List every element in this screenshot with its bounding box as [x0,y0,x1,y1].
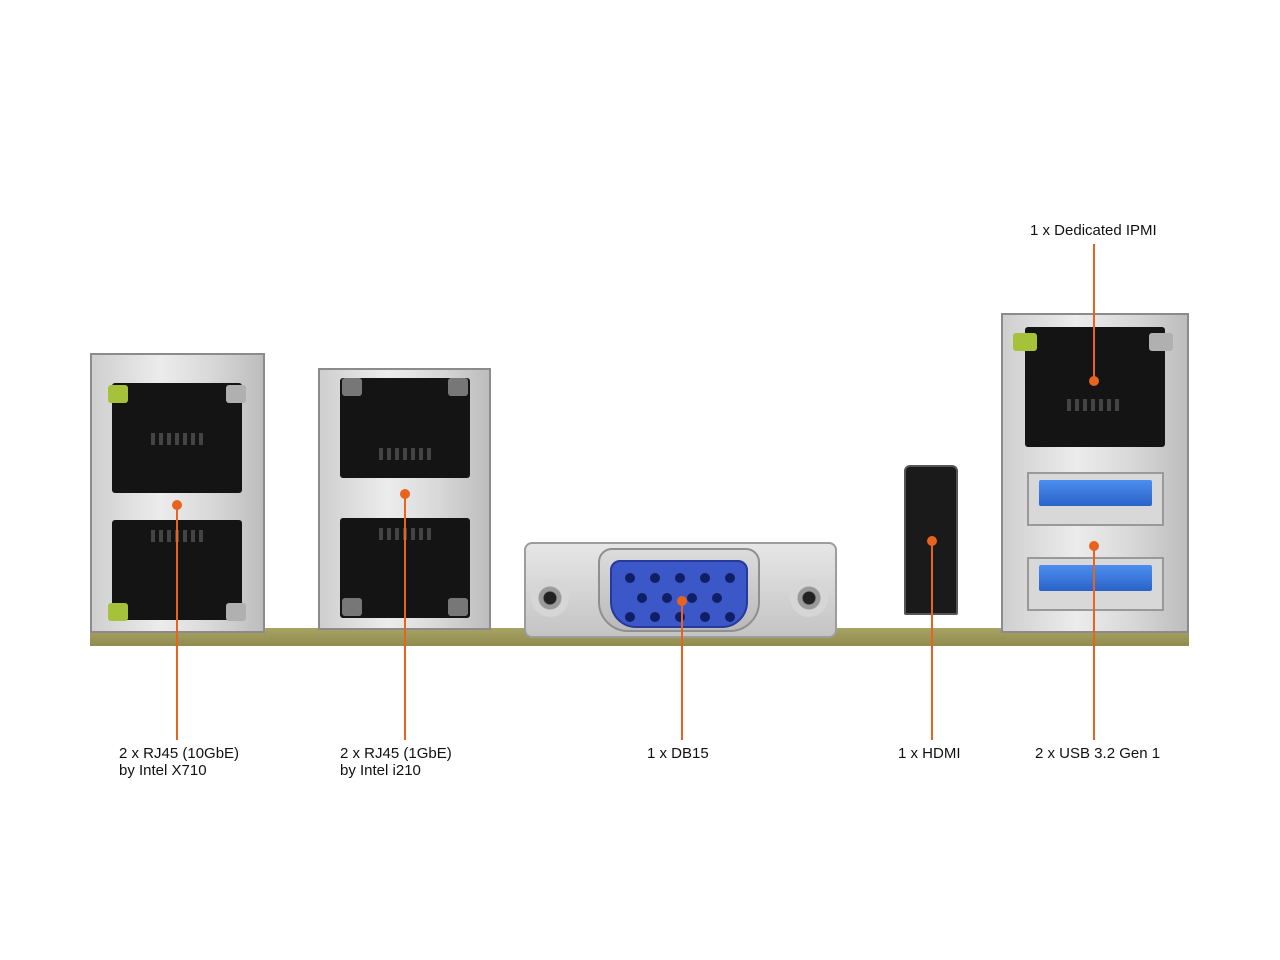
vga-pin [650,612,660,622]
vga-pin [675,573,685,583]
callout-dot [400,489,410,499]
activity-led-icon [1149,333,1173,351]
usb-port-icon [1027,472,1164,526]
rj45-port-icon [112,383,242,493]
screw-icon [790,579,828,617]
vga-pin [625,612,635,622]
callout-leader [404,494,406,740]
vga-pin [725,573,735,583]
vga-pin [725,612,735,622]
callout-dot [927,536,937,546]
link-led-icon [1013,333,1037,351]
callout-leader [1093,546,1095,740]
screw-icon [531,579,569,617]
vga-pin [625,573,635,583]
callout-label-usb: 2 x USB 3.2 Gen 1 [1035,745,1161,762]
callout-label-db15: 1 x DB15 [647,745,709,762]
vga-pin [700,573,710,583]
vga-pin [687,593,697,603]
link-led-icon [342,598,362,616]
vga-pin [662,593,672,603]
activity-led-icon [226,603,246,621]
link-led-icon [342,378,362,396]
callout-label-hdmi: 1 x HDMI [898,745,961,762]
callout-leader [681,601,683,740]
activity-led-icon [226,385,246,403]
callout-label-rj45-1gbe: 2 x RJ45 (1GbE) by Intel i210 [340,745,452,779]
callout-label-ipmi: 1 x Dedicated IPMI [1030,222,1157,239]
callout-dot [172,500,182,510]
callout-leader [931,541,933,740]
link-led-icon [108,603,128,621]
callout-dot [1089,541,1099,551]
vga-pin [675,612,685,622]
vga-pin [637,593,647,603]
callout-dot [1089,376,1099,386]
activity-led-icon [448,378,468,396]
usb-port-icon [1027,557,1164,611]
rj45-port-icon [1025,327,1165,447]
vga-pin [650,573,660,583]
callout-leader [176,505,178,740]
callout-leader [1093,244,1095,381]
vga-pin [700,612,710,622]
activity-led-icon [448,598,468,616]
callout-dot [677,596,687,606]
callout-label-rj45-10gbe: 2 x RJ45 (10GbE) by Intel X710 [119,745,240,779]
link-led-icon [108,385,128,403]
vga-pin [712,593,722,603]
